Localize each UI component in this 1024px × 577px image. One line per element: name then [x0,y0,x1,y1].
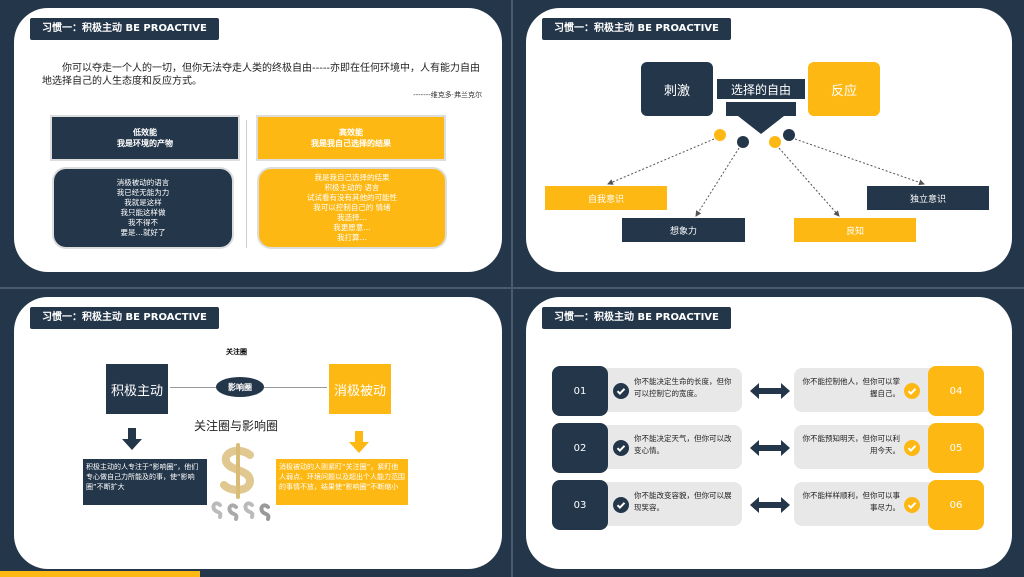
slide-title-tag: 习惯一：积极主动 BE PROACTIVE [30,307,219,329]
down-arrow-icon [349,431,369,453]
diagram-connectors [607,102,925,217]
item-number: 02 [552,423,608,473]
freedom-to-choose-box: 选择的自由 [716,78,806,100]
proactive-description: 积极主动的人专注于“影响圈”，他们专心做自己力所能及的事，使“影响圈”不断扩大 [83,459,207,505]
list-item: 消极被动的语言 [116,178,170,187]
dot [783,129,795,141]
response-box: 反应 [808,62,880,116]
quote-author: -------维克多·弗兰克尔 [413,91,482,99]
statement-text: 你不能控制他人，但你可以掌握自己。 [802,377,901,398]
dot [769,136,781,148]
quote-text: 你可以夺走一个人的一切，但你无法夺走人类的终极自由-----亦即在任何环境中，人… [42,63,481,87]
proactive-language-list: 我是我自己选择的结果积极主动的 语言试试看有没有其他的可能性我可以控制自己的 情… [259,169,445,247]
item-number: 04 [928,366,984,416]
quote-block: 你可以夺走一个人的一切，但你无法夺走人类的终极自由-----亦即在任何环境中，人… [42,62,482,100]
statement-text: 你不能决定天气，但你可以改变心情。 [634,434,732,455]
list-item: 我可以控制自己的 情绪 [313,203,391,212]
slide-title-tag: 习惯一：积极主动 BE PROACTIVE [30,18,219,40]
reactive-box: 消极被动 [329,364,391,414]
list-item: 我不得不 [128,218,158,227]
statement-text: 你不能决定生命的长度，但你可以控制它的宽度。 [634,377,732,398]
check-icon [613,383,629,399]
slide-title-tag: 习惯一：积极主动 BE PROACTIVE [542,18,731,40]
check-icon [613,497,629,513]
reactive-language-list: 消极被动的语言我已经无能为力我就是这样我只能这样做我不得不要是…就好了 [54,169,232,247]
column-divider [246,120,247,248]
list-item: 我就是这样 [124,198,162,207]
dot [737,136,749,148]
list-item: 积极主动的 语言 [324,183,380,192]
slide-4[interactable]: 习惯一：积极主动 BE PROACTIVE 01 你不能决定生命的长度，但你可以… [526,297,1012,569]
slide-2[interactable]: 习惯一：积极主动 BE PROACTIVE 刺激 反应 选择的自由 自我意识 想… [526,8,1012,272]
statement-text: 你不能改变容貌，但你可以展现笑容。 [634,491,732,512]
slide-3[interactable]: 习惯一：积极主动 BE PROACTIVE 关注圈 积极主动 消极被动 影响圈 … [14,297,502,569]
down-arrow-icon [122,428,142,450]
self-awareness-box: 自我意识 [545,186,667,210]
list-item: 我只能这样做 [120,208,166,217]
check-icon [613,440,629,456]
item-number: 05 [928,423,984,473]
list-item: 我打算… [337,233,367,242]
dollar-sign-image [211,443,271,521]
conscience-box: 良知 [794,218,916,242]
section-heading: 关注圈与影响圈 [194,419,279,433]
list-item: 我更愿意… [333,223,371,232]
slide-1[interactable]: 习惯一：积极主动 BE PROACTIVE 你可以夺走一个人的一切，但你无法夺走… [14,8,502,272]
list-item: 我选择… [337,213,367,222]
check-icon [904,383,920,399]
down-arrow-shape [726,102,796,134]
proactive-box: 积极主动 [106,364,168,414]
item-number: 03 [552,480,608,530]
list-item: 要是…就好了 [120,228,166,237]
next-slide-strip [0,571,200,577]
independent-will-box: 独立意识 [867,186,989,210]
low-effectiveness-header: 低效能我是环境的产物 [52,117,238,159]
double-arrow-icon [750,497,790,513]
list-item: 我是我自己选择的结果 [314,173,390,182]
check-icon [904,497,920,513]
item-number: 06 [928,480,984,530]
circle-of-influence-ellipse: 影响圈 [216,377,264,397]
stimulus-box: 刺激 [641,62,713,116]
statement-text: 你不能样样顺利，但你可以事事尽力。 [802,491,901,512]
double-arrow-icon [750,440,790,456]
dot [714,129,726,141]
list-item: 试试看有没有其他的可能性 [307,193,397,202]
reactive-description: 消极被动的人则紧盯“关注圈”，紧盯他人弱点、环境问题以及超出个人能力范围的事情不… [276,459,408,505]
list-item: 我已经无能为力 [116,188,170,197]
check-icon [904,440,920,456]
circle-of-concern-label: 关注圈 [226,348,247,356]
item-number: 01 [552,366,608,416]
double-arrow-icon [750,383,790,399]
divider-horizontal [0,287,1024,289]
high-effectiveness-header: 高效能我是我自己选择的结果 [258,117,444,159]
statement-text: 你不能预知明天，但你可以利用今天。 [802,434,901,455]
imagination-box: 想象力 [622,218,745,242]
slide-title-tag: 习惯一：积极主动 BE PROACTIVE [542,307,731,329]
